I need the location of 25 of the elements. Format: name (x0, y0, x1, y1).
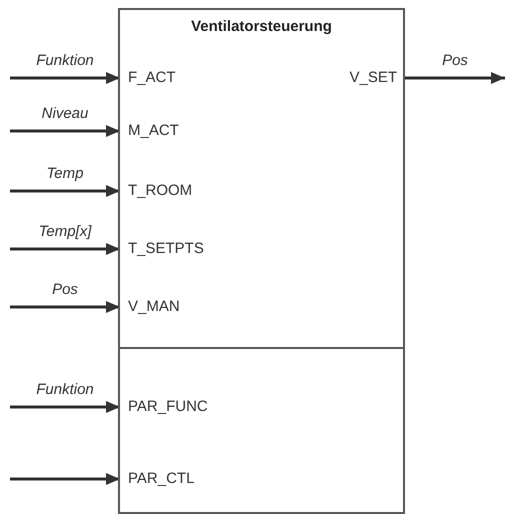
pin-label: PAR_CTL (120, 469, 240, 489)
pin-label: V_MAN (120, 297, 240, 317)
edge-label: Pos (52, 281, 78, 298)
arrow (405, 72, 505, 84)
edge-label: Funktion (36, 381, 94, 398)
pin-label: V_SET (283, 68, 405, 88)
edge-label: Pos (442, 52, 468, 69)
pin-label: T_SETPTS (120, 239, 240, 259)
pin-label: PAR_FUNC (120, 397, 240, 417)
edge-label: Temp (46, 165, 84, 182)
pin-label: T_ROOM (120, 181, 240, 201)
arrow (10, 72, 120, 84)
arrow (10, 401, 120, 413)
arrow (10, 473, 120, 485)
arrow (10, 243, 120, 255)
arrow (10, 125, 120, 137)
block-title: Ventilatorsteuerung (190, 18, 333, 35)
arrow (10, 185, 120, 197)
edge-label: Temp[x] (38, 223, 92, 240)
edge-label: Niveau (42, 105, 88, 122)
pin-label: M_ACT (120, 121, 240, 141)
function-block (118, 8, 405, 514)
pin-label: F_ACT (120, 68, 240, 88)
edge-label: Funktion (36, 52, 94, 69)
arrow (10, 301, 120, 313)
